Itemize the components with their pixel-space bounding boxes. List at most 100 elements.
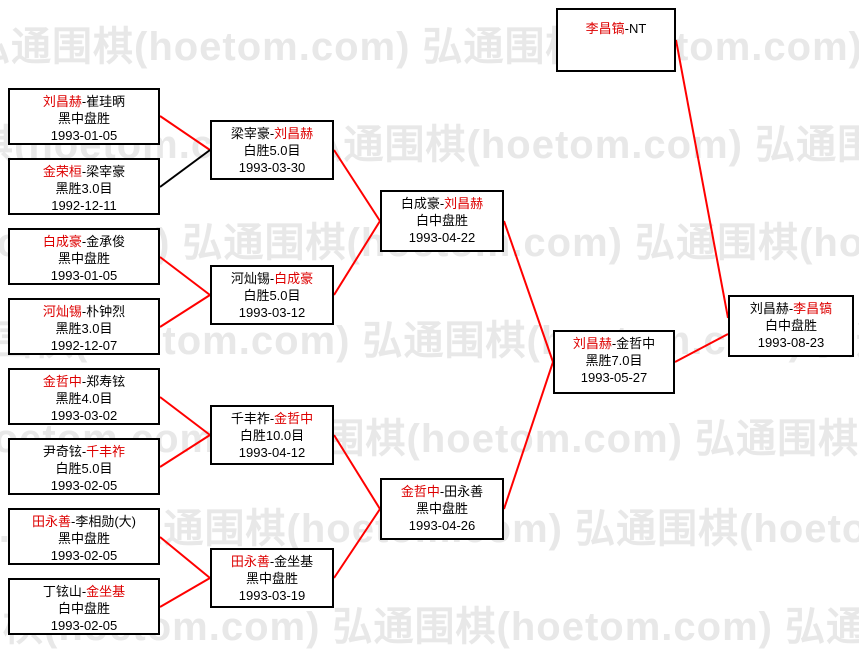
player-name: -梁宰豪 — [81, 164, 126, 179]
player-name: -郑寿铉 — [81, 374, 126, 389]
match-box-r3m2: 金哲中-田永善 黑中盘胜 1993-04-26 — [380, 478, 504, 540]
match-date: 1993-03-19 — [238, 588, 306, 603]
match-players: 田永善-金坐基 — [212, 553, 332, 570]
match-box-r1m3: 白成豪-金承俊 黑中盘胜 1993-01-05 — [8, 228, 160, 285]
connector-r1m7-r2m4 — [159, 536, 211, 579]
winner-name: 金坐基 — [86, 584, 126, 599]
winner-name: 田永善 — [230, 554, 270, 569]
connector-r3m2-r4m1 — [503, 361, 554, 510]
match-players: 千丰祚-金哲中 — [212, 410, 332, 427]
connector-r1m2-r2m1 — [159, 149, 211, 188]
match-date: 1993-03-02 — [50, 408, 118, 423]
match-box-r2m4: 田永善-金坐基 黑中盘胜 1993-03-19 — [210, 548, 334, 608]
match-result: 黑中盘胜 — [57, 251, 110, 266]
match-date: 1993-02-05 — [50, 618, 118, 633]
match-box-r1m2: 金荣桓-梁宰豪 黑胜3.0目 1992-12-11 — [8, 158, 160, 215]
match-box-seed: 李昌镐-NT — [556, 8, 676, 72]
match-date: 1992-12-07 — [50, 338, 118, 353]
winner-name: 河灿锡 — [42, 304, 82, 319]
match-box-r2m3: 千丰祚-金哲中 白胜10.0目 1993-04-12 — [210, 405, 334, 465]
player-name: -崔珪昞 — [81, 94, 126, 109]
player-name: 刘昌赫- — [749, 301, 794, 316]
player-name: -金承俊 — [81, 234, 126, 249]
watermark-text: 弘通围棋(hoetom.com) 弘通围棋(hoetom.com) 弘通围棋(h… — [0, 25, 859, 69]
winner-name: 金荣桓 — [42, 164, 82, 179]
match-players: 田永善-李相勋(大) — [10, 513, 158, 530]
match-date: 1993-04-22 — [408, 230, 476, 245]
connector-r1m6-r2m3 — [159, 434, 211, 468]
match-box-r1m5: 金哲中-郑寿铉 黑胜4.0目 1993-03-02 — [8, 368, 160, 425]
winner-name: 李昌镐 — [793, 301, 833, 316]
match-date: 1993-04-12 — [238, 445, 306, 460]
match-date: 1993-03-30 — [238, 160, 306, 175]
match-box-r2m1: 梁宰豪-刘昌赫 白胜5.0目 1993-03-30 — [210, 120, 334, 180]
match-date: 1993-02-05 — [50, 478, 118, 493]
player-name: 河灿锡- — [230, 271, 275, 286]
player-name: -田永善 — [439, 484, 484, 499]
match-date: 1993-05-27 — [580, 370, 648, 385]
winner-name: 刘昌赫 — [444, 196, 484, 211]
player-name: -NT — [624, 21, 647, 36]
player-name: 梁宰豪- — [230, 126, 275, 141]
connector-r4m1-final — [674, 333, 729, 363]
match-result: 黑中盘胜 — [245, 571, 298, 586]
connector-r1m4-r2m2 — [159, 294, 211, 328]
winner-name: 金哲中 — [400, 484, 440, 499]
match-result: 黑胜3.0目 — [55, 321, 113, 336]
player-name: -李相勋(大) — [71, 514, 136, 529]
connector-r2m2-r3m1 — [333, 220, 381, 296]
connector-r1m3-r2m2 — [159, 256, 211, 296]
match-box-r1m8: 丁铉山-金坐基 白中盘胜 1993-02-05 — [8, 578, 160, 635]
match-result: 白胜5.0目 — [55, 461, 113, 476]
winner-name: 金哲中 — [274, 411, 314, 426]
match-box-final: 刘昌赫-李昌镐 白中盘胜 1993-08-23 — [728, 295, 854, 357]
player-name: 丁铉山- — [42, 584, 87, 599]
match-players: 丁铉山-金坐基 — [10, 583, 158, 600]
match-box-r3m1: 白成豪-刘昌赫 白中盘胜 1993-04-22 — [380, 190, 504, 252]
match-players: 河灿锡-白成豪 — [212, 270, 332, 287]
match-result: 白中盘胜 — [764, 318, 817, 333]
match-box-r4m1: 刘昌赫-金哲中 黑胜7.0目 1993-05-27 — [553, 330, 675, 394]
match-players: 白成豪-金承俊 — [10, 233, 158, 250]
match-result: 白胜5.0目 — [243, 143, 301, 158]
match-result: 白中盘胜 — [57, 601, 110, 616]
match-players: 尹奇铉-千丰祚 — [10, 443, 158, 460]
winner-name: 刘昌赫 — [42, 94, 82, 109]
match-players: 刘昌赫-崔珪昞 — [10, 93, 158, 110]
winner-name: 金哲中 — [42, 374, 82, 389]
match-players: 李昌镐-NT — [558, 20, 674, 37]
match-box-r2m2: 河灿锡-白成豪 白胜5.0目 1993-03-12 — [210, 265, 334, 325]
player-name: 白成豪- — [400, 196, 445, 211]
match-players: 白成豪-刘昌赫 — [382, 195, 502, 212]
match-players: 刘昌赫-李昌镐 — [730, 300, 852, 317]
player-name: -金坐基 — [269, 554, 314, 569]
connector-r3m1-r4m1 — [503, 220, 554, 363]
player-name: 尹奇铉- — [42, 444, 87, 459]
match-players: 河灿锡-朴钟烈 — [10, 303, 158, 320]
connector-seed-final — [675, 39, 729, 319]
winner-name: 刘昌赫 — [572, 336, 612, 351]
match-date: 1993-01-05 — [50, 128, 118, 143]
winner-name: 李昌镐 — [585, 21, 625, 36]
player-name: 千丰祚- — [230, 411, 275, 426]
match-result: 黑胜4.0目 — [55, 391, 113, 406]
match-date: 1992-12-11 — [51, 198, 117, 213]
winner-name: 田永善 — [31, 514, 71, 529]
match-players: 金哲中-郑寿铉 — [10, 373, 158, 390]
match-players: 梁宰豪-刘昌赫 — [212, 125, 332, 142]
connector-r1m8-r2m4 — [159, 577, 211, 608]
match-result: 白中盘胜 — [415, 213, 468, 228]
match-result: 黑中盘胜 — [415, 501, 468, 516]
match-date: 1993-02-05 — [50, 548, 118, 563]
match-players: 刘昌赫-金哲中 — [555, 335, 673, 352]
connector-r1m5-r2m3 — [159, 396, 211, 436]
match-result: 黑胜7.0目 — [585, 353, 643, 368]
match-result: 黑中盘胜 — [57, 111, 110, 126]
match-box-r1m7: 田永善-李相勋(大) 黑中盘胜 1993-02-05 — [8, 508, 160, 565]
match-players: 金哲中-田永善 — [382, 483, 502, 500]
player-name: -金哲中 — [611, 336, 656, 351]
match-box-r1m6: 尹奇铉-千丰祚 白胜5.0目 1993-02-05 — [8, 438, 160, 495]
match-result: 白胜5.0目 — [243, 288, 301, 303]
